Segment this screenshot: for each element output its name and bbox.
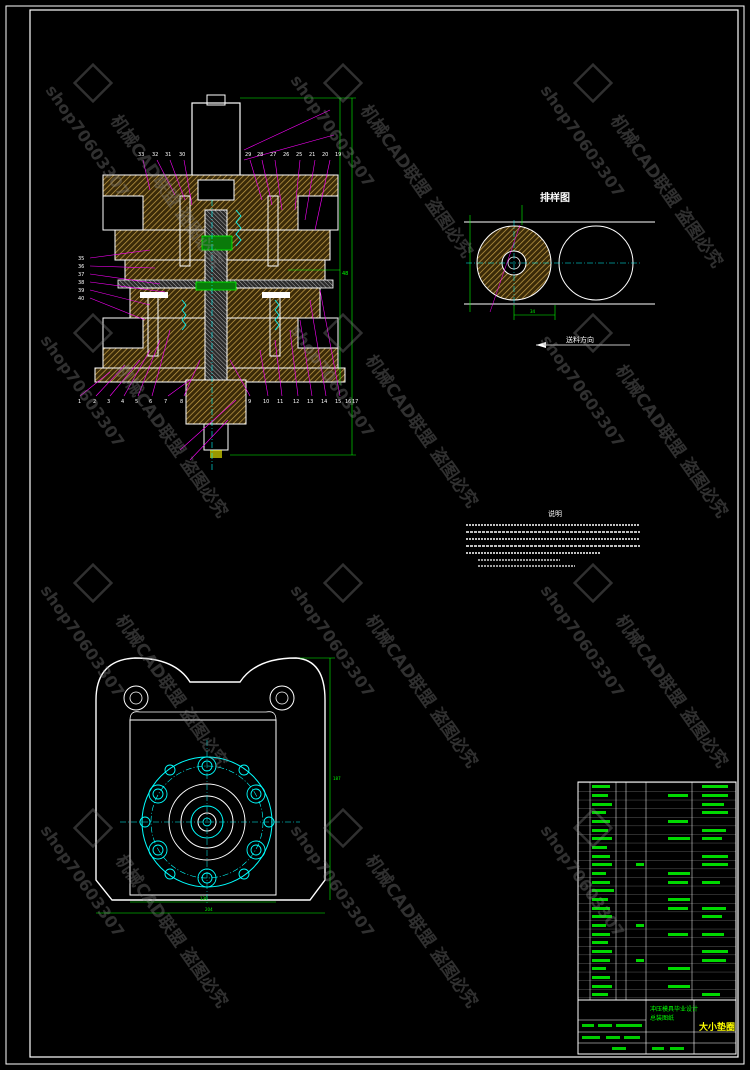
part-number: 33 <box>138 152 144 158</box>
part-number: 8 <box>180 399 183 405</box>
svg-text:204: 204 <box>205 907 213 912</box>
section-view: 48 <box>79 94 356 470</box>
watermark-brand: 机械CAD联盟 盗图必究 <box>611 611 732 772</box>
watermark-shop: shop70603307 <box>37 821 129 940</box>
part-number: 9 <box>248 399 251 405</box>
part-number: 10 <box>263 399 269 405</box>
part-number: 27 <box>270 152 276 158</box>
part-number: 21 <box>309 152 315 158</box>
notes-title: 说明 <box>548 509 562 518</box>
watermark-shop: shop70603307 <box>537 331 629 450</box>
part-number: 30 <box>179 152 185 158</box>
strip-layout-view: 排样图 34 送料方向 <box>464 191 655 348</box>
part-number: 28 <box>257 152 263 158</box>
watermark-shop: shop70603307 <box>37 581 129 700</box>
part-number: 35 <box>78 256 84 262</box>
watermark-brand: 机械CAD联盟 盗图必究 <box>361 611 482 772</box>
drawing-name-line1: 冲压模具毕业设计 <box>650 1005 698 1013</box>
part-number: 19 <box>335 152 341 158</box>
svg-text:48: 48 <box>342 271 348 277</box>
part-number: 29 <box>245 152 251 158</box>
technical-notes: 说明 <box>466 509 640 567</box>
part-number: 15 <box>335 399 341 405</box>
part-number: 7 <box>164 399 167 405</box>
part-number: 38 <box>78 280 84 286</box>
part-number: 11 <box>277 399 283 405</box>
svg-text:187: 187 <box>333 776 341 781</box>
part-number: 4 <box>121 399 124 405</box>
layout-view-title: 排样图 <box>540 191 570 204</box>
part-number: 36 <box>78 264 84 270</box>
part-numbers-left: 35 36 37 38 39 40 <box>78 256 84 302</box>
watermark-brand: 机械CAD联盟 盗图必究 <box>361 851 482 1012</box>
part-number: 6 <box>149 399 152 405</box>
part-number: 12 <box>293 399 299 405</box>
part-number: 2 <box>93 399 96 405</box>
part-number: 5 <box>135 399 138 405</box>
svg-text:34: 34 <box>530 309 536 314</box>
part-number: 1 <box>78 399 81 405</box>
plan-view: 130 204 187 <box>95 657 341 914</box>
part-number: 25 <box>296 152 302 158</box>
part-number: 39 <box>78 288 84 294</box>
watermark-shop: shop70603307 <box>537 81 629 200</box>
part-numbers-bottom: 1 2 3 4 5 6 7 8 9 10 11 12 13 14 15 16 1… <box>78 399 358 405</box>
drawing-name-line2: 总装图纸 <box>650 1014 674 1022</box>
watermark-brand: 机械CAD联盟 盗图必究 <box>111 851 232 1012</box>
watermark-brand: 机械CAD联盟 盗图必究 <box>611 361 732 522</box>
part-number: 37 <box>78 272 84 278</box>
watermark-shop: shop70603307 <box>287 581 379 700</box>
part-number: 3 <box>107 399 110 405</box>
watermark-shop: shop70603307 <box>287 821 379 940</box>
feed-direction-label: 送料方向 <box>566 335 594 344</box>
sheet-outer-border <box>5 5 745 1065</box>
drawing-subject: 大小垫圈 <box>699 1021 735 1033</box>
part-number: 16 <box>345 399 351 405</box>
part-number: 40 <box>78 296 84 302</box>
watermark-brand: 机械CAD联盟 盗图必究 <box>111 611 232 772</box>
part-number: 17 <box>352 399 358 405</box>
sheet-inner-border <box>29 9 739 1058</box>
part-number: 31 <box>165 152 171 158</box>
part-number: 13 <box>307 399 313 405</box>
part-number: 20 <box>322 152 328 158</box>
part-number: 14 <box>321 399 327 405</box>
part-number: 32 <box>152 152 158 158</box>
svg-text:130: 130 <box>200 896 208 901</box>
part-number: 26 <box>283 152 289 158</box>
watermark-brand: 机械CAD联盟 盗图必究 <box>361 351 482 512</box>
part-numbers-top: 33 32 31 30 29 28 27 26 25 21 20 19 <box>138 152 341 158</box>
title-block: 冲压模具毕业设计 总装图纸 大小垫圈 <box>577 781 737 1055</box>
watermark-shop: shop70603307 <box>537 581 629 700</box>
